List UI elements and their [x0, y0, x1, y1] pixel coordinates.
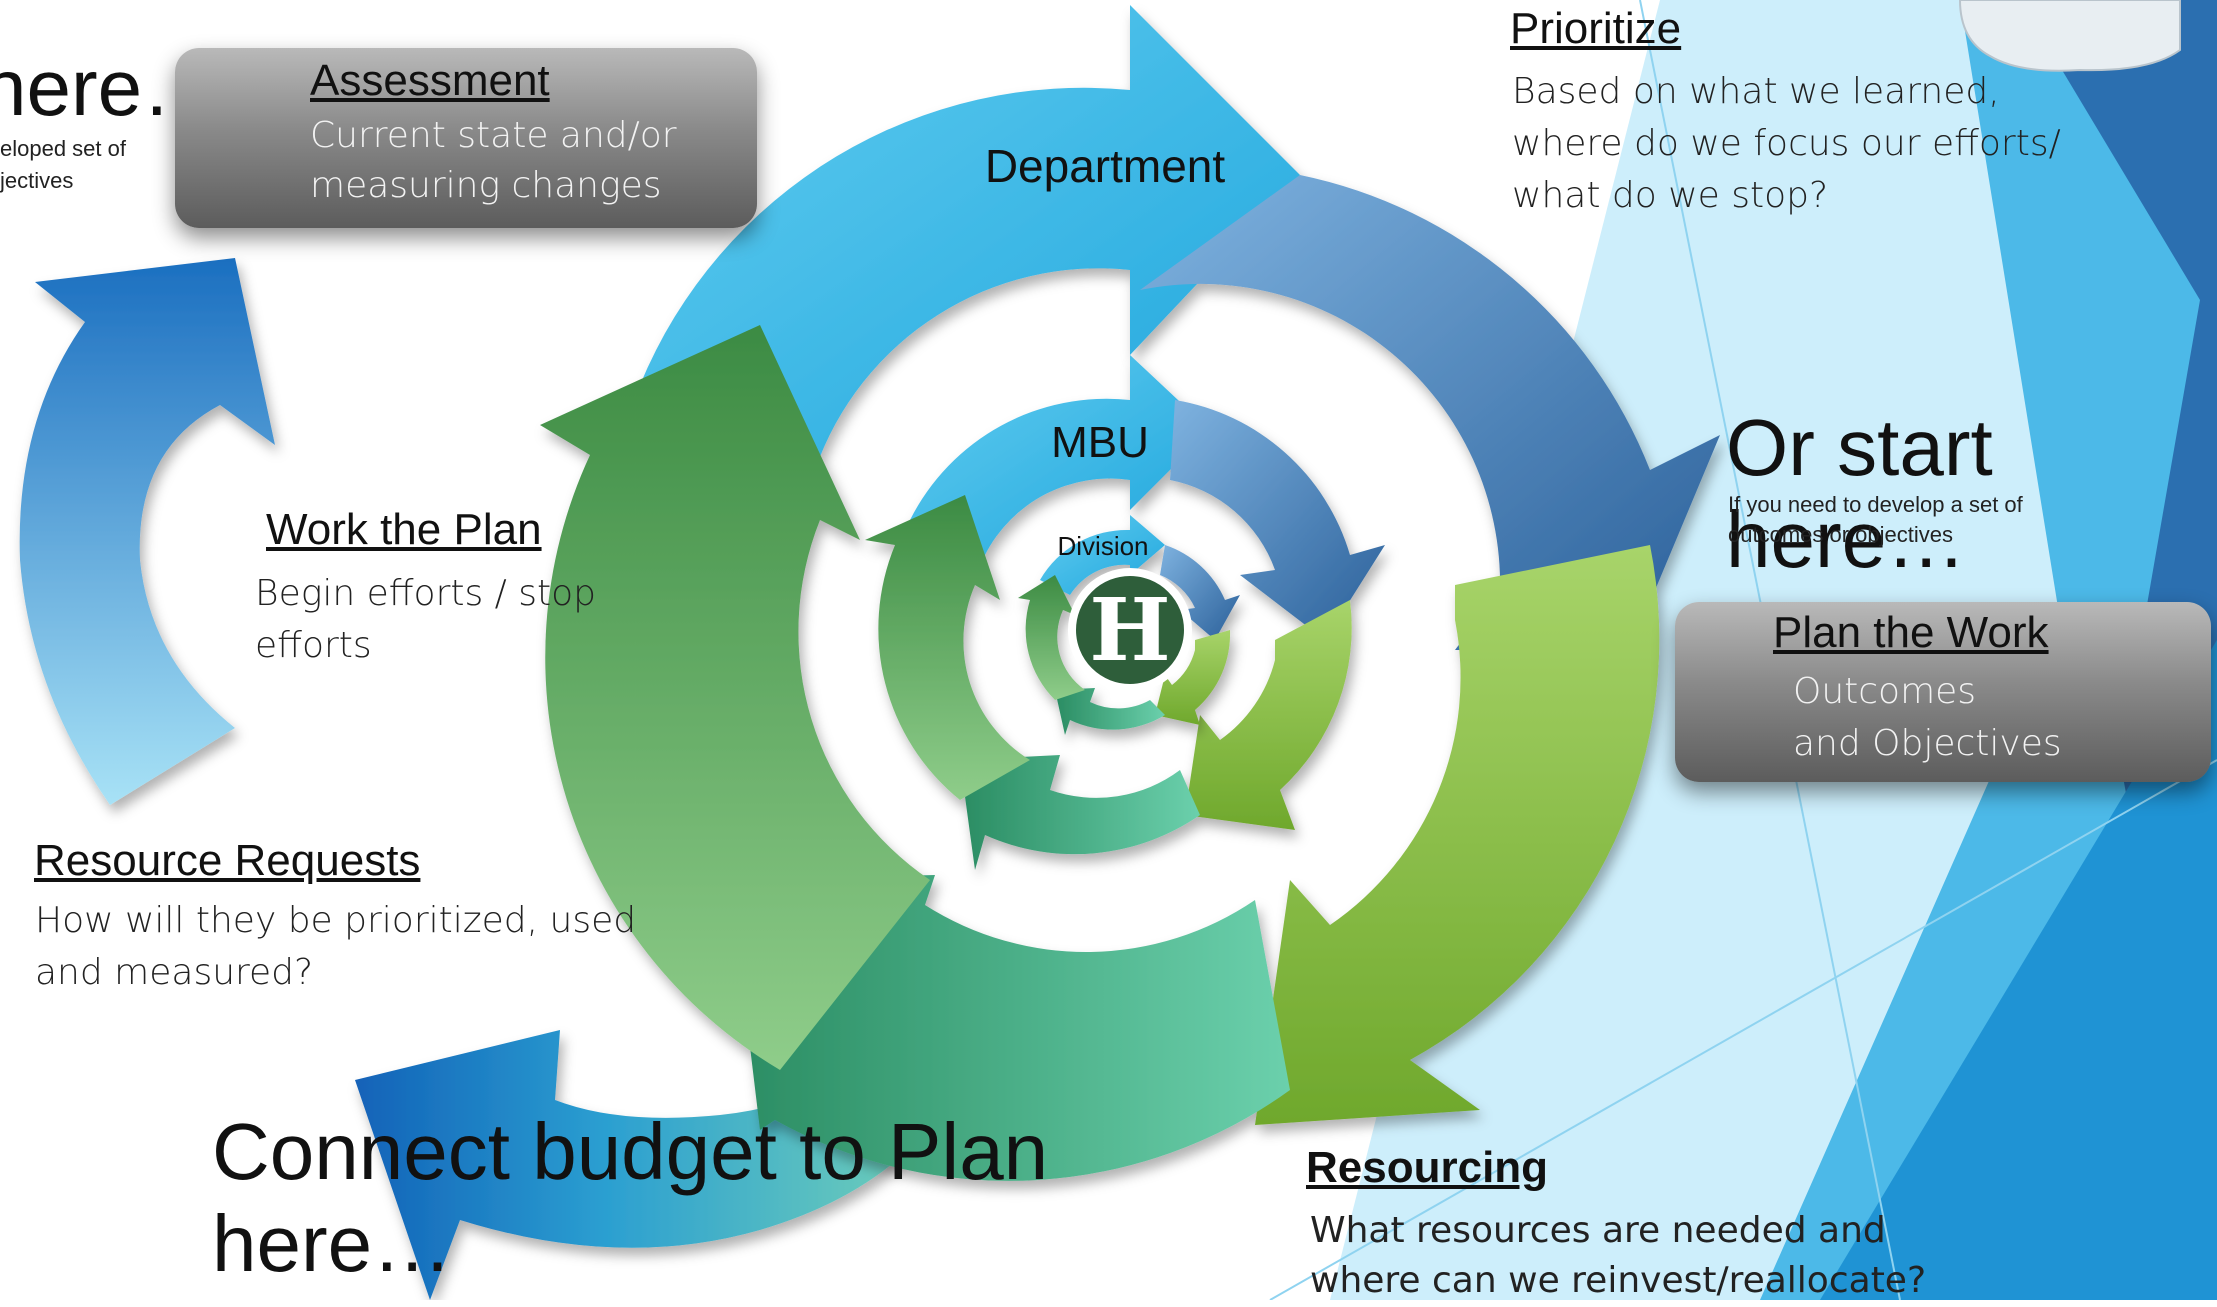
connect-line1: Connect budget to Plan: [212, 1107, 1049, 1196]
mbu-arrow-blue: [910, 355, 1210, 555]
department-arrow-darkblue: [1140, 175, 1720, 650]
plan-work-line2: and Objectives: [1793, 723, 2062, 764]
mbu-arrow-darkblue: [1170, 400, 1385, 640]
center-logo: H: [1068, 568, 1192, 692]
start-left-small-line2: jectives: [0, 168, 74, 193]
mbu-arrow-lightgreen: [1185, 600, 1352, 830]
logo-letter: H: [1089, 580, 1170, 681]
assessment-body-line1: Current state and/or: [310, 115, 677, 156]
connect-line2: here…: [212, 1199, 453, 1288]
plan-work-line1: Outcomes: [1793, 671, 1977, 712]
assessment-box: Assessment Current state and/or measurin…: [175, 48, 757, 228]
work-plan-line2: efforts: [255, 625, 372, 666]
cloud-shape: [1958, 0, 2181, 72]
work-plan-line1: Begin efforts / stop: [255, 573, 596, 614]
resource-requests-heading: Resource Requests: [34, 836, 421, 885]
division-arrow-darkgreen: [1018, 575, 1085, 700]
plan-work-heading: Plan the Work: [1773, 608, 2049, 657]
resourcing-line1: What resources are needed and: [1310, 1210, 1886, 1251]
start-right-small-line1: If you need to develop a set of: [1728, 492, 2023, 517]
left-cycle-arrow: [19, 258, 276, 805]
start-left-small-line1: eloped set of: [0, 136, 126, 161]
department-arrow-lightgreen: [1255, 545, 1660, 1125]
division-arrow-lightgreen: [1155, 630, 1231, 725]
prioritize-line1: Based on what we learned,: [1512, 71, 2000, 112]
department-arrow-blue: [640, 5, 1300, 470]
start-right-big-text: Or start here…: [1726, 403, 1993, 584]
start-right-small-line2: outcomes or objectives: [1728, 522, 1953, 547]
panel-corner: [1820, 640, 2217, 1300]
division-label: Division: [1057, 531, 1148, 561]
plan-work-box: Plan the Work Outcomes and Objectives: [1675, 602, 2211, 782]
division-arrow-darkblue: [1160, 545, 1240, 640]
logo-circle: [1068, 568, 1192, 692]
mbu-label: MBU: [1051, 418, 1149, 467]
mbu-arrow-darkgreen: [865, 495, 1030, 800]
resource-requests-line2: and measured?: [35, 952, 314, 993]
resource-requests-line1: How will they be prioritized, used: [35, 900, 637, 941]
resourcing-heading: Resourcing: [1306, 1143, 1549, 1192]
prioritize-line2: where do we focus our efforts/: [1512, 123, 2061, 164]
bottom-cycle-arrow: [355, 1000, 980, 1300]
prioritize-heading: Prioritize: [1510, 4, 1682, 53]
resourcing-line2: where can we reinvest/reallocate?: [1310, 1260, 1927, 1301]
ring-mbu: [865, 355, 1385, 870]
mbu-arrow-teal: [960, 755, 1200, 870]
ring-division: [1018, 515, 1240, 735]
work-plan-heading: Work the Plan: [266, 505, 542, 554]
department-label: Department: [985, 140, 1226, 192]
division-arrow-blue: [1040, 515, 1165, 595]
division-arrow-teal: [1055, 688, 1165, 735]
panel-line-2: [1269, 759, 2217, 1300]
assessment-body-line2: measuring changes: [310, 165, 662, 206]
assessment-heading: Assessment: [310, 56, 550, 105]
department-arrow-darkgreen: [540, 325, 930, 1070]
prioritize-line3: what do we stop?: [1512, 175, 1829, 216]
ring-department: [540, 5, 1720, 1181]
